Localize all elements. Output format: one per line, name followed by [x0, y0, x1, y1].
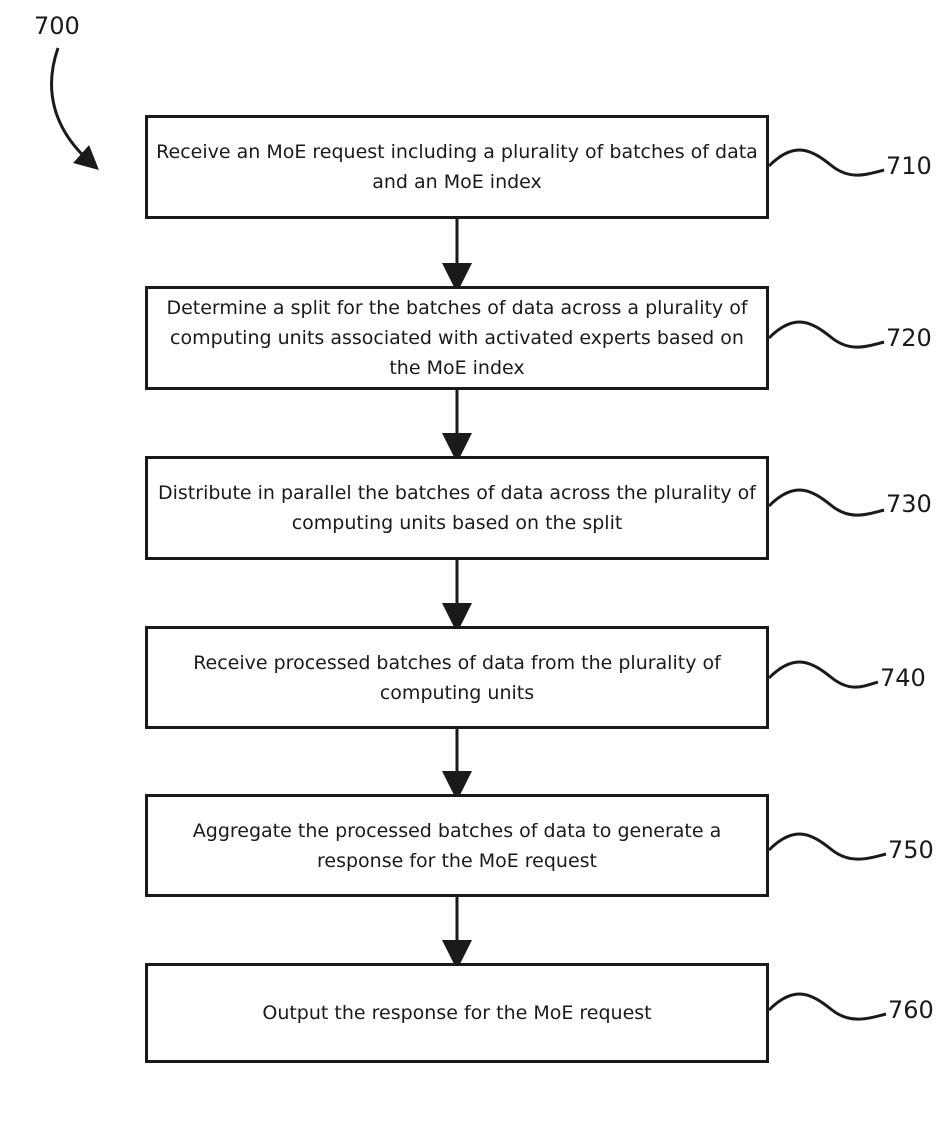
leader-line-720 — [769, 322, 884, 347]
step-text-760: Output the response for the MoE request — [254, 998, 659, 1028]
leader-line-710 — [769, 150, 884, 175]
step-box-740: Receive processed batches of data from t… — [145, 626, 769, 729]
ref-number-730: 730 — [886, 490, 932, 518]
ref-number-740: 740 — [880, 664, 926, 692]
figure-pointer-arrow — [52, 48, 90, 162]
leader-line-730 — [769, 490, 884, 515]
step-text-720: Determine a split for the batches of dat… — [148, 293, 766, 383]
leader-line-740 — [769, 662, 878, 687]
ref-number-710: 710 — [886, 152, 932, 180]
step-text-740: Receive processed batches of data from t… — [148, 648, 766, 708]
leader-line-760 — [769, 994, 886, 1019]
step-text-730: Distribute in parallel the batches of da… — [148, 478, 766, 538]
step-box-730: Distribute in parallel the batches of da… — [145, 456, 769, 560]
ref-number-750: 750 — [888, 836, 934, 864]
step-box-720: Determine a split for the batches of dat… — [145, 286, 769, 390]
step-text-710: Receive an MoE request including a plura… — [148, 137, 766, 197]
ref-number-720: 720 — [886, 324, 932, 352]
leader-line-750 — [769, 834, 886, 859]
figure-number: 700 — [34, 12, 80, 40]
step-box-710: Receive an MoE request including a plura… — [145, 115, 769, 219]
ref-number-760: 760 — [888, 996, 934, 1024]
step-box-760: Output the response for the MoE request — [145, 963, 769, 1063]
step-text-750: Aggregate the processed batches of data … — [148, 816, 766, 876]
step-box-750: Aggregate the processed batches of data … — [145, 794, 769, 897]
